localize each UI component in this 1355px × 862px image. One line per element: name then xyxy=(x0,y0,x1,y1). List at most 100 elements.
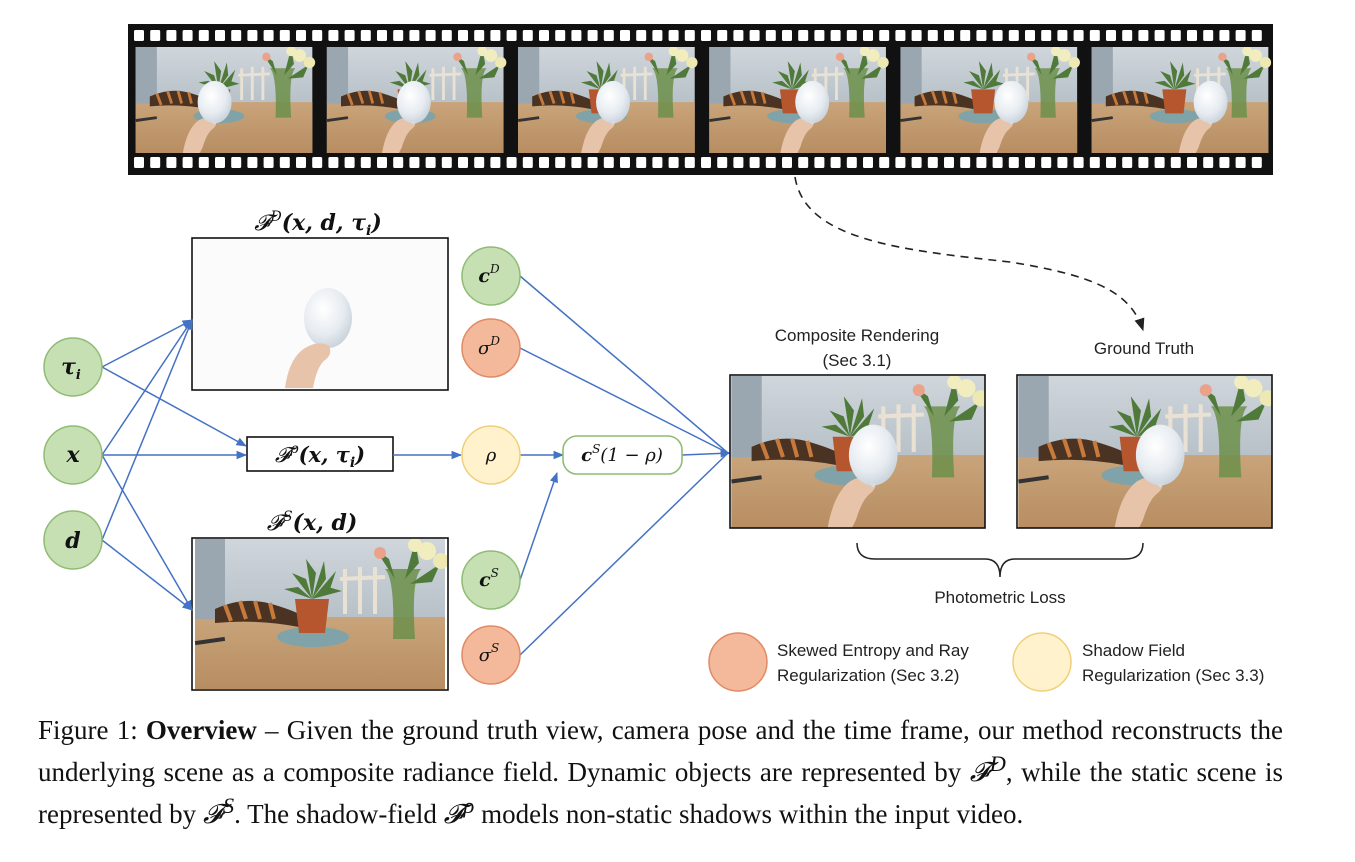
caption-fs: 𝓕 xyxy=(202,799,223,829)
film-sprocket-hole xyxy=(603,157,614,168)
fs-render-image xyxy=(195,538,449,689)
film-sprocket-hole xyxy=(1219,30,1230,41)
film-sprocket-hole xyxy=(1089,157,1100,168)
film-sprocket-hole xyxy=(668,30,679,41)
film-sprocket-hole xyxy=(312,30,323,41)
film-sprocket-hole xyxy=(927,157,938,168)
film-sprocket-hole xyxy=(247,30,258,41)
film-sprocket-hole xyxy=(863,157,873,168)
film-sprocket-hole xyxy=(279,30,290,41)
film-sprocket-hole xyxy=(312,157,323,168)
caption-prefix: Figure 1: xyxy=(38,715,146,745)
film-sprocket-hole xyxy=(798,157,809,168)
photometric-brace xyxy=(856,542,1144,578)
caption-fs-sup: S xyxy=(222,793,235,818)
film-sprocket-hole xyxy=(992,30,1003,41)
svg-text:Skewed Entropy and Ray: Skewed Entropy and Ray xyxy=(777,641,969,660)
film-sprocket-hole xyxy=(425,157,436,168)
film-sprocket-hole xyxy=(863,30,873,41)
output-cD: cD xyxy=(461,246,521,306)
film-sprocket-hole xyxy=(701,157,711,168)
film-sprocket-hole xyxy=(765,30,776,41)
caption-fd: 𝓕 xyxy=(969,757,990,787)
film-sprocket-hole xyxy=(474,157,485,168)
svg-text:τi: τi xyxy=(61,354,81,383)
film-sprocket-hole xyxy=(1025,30,1035,41)
film-sprocket-hole xyxy=(215,30,225,41)
film-sprocket-hole xyxy=(1041,30,1052,41)
film-sprocket-hole xyxy=(1235,157,1246,168)
input-x: x xyxy=(43,425,103,485)
film-sprocket-hole xyxy=(1251,157,1262,168)
film-sprocket-hole xyxy=(1041,157,1052,168)
film-sprocket-hole xyxy=(441,157,452,168)
film-sprocket-hole xyxy=(830,157,841,168)
svg-text:cD: cD xyxy=(478,262,500,287)
film-sprocket-hole xyxy=(166,157,177,168)
legend-shadow-field: Shadow Field Regularization (Sec 3.3) xyxy=(1012,632,1264,692)
svg-text:Regularization (Sec 3.3): Regularization (Sec 3.3) xyxy=(1082,666,1264,685)
film-sprocket-hole xyxy=(782,30,792,41)
film-sprocket-hole xyxy=(425,30,436,41)
film-sprocket-hole xyxy=(814,30,825,41)
film-sprocket-hole xyxy=(895,157,906,168)
film-sprocket-hole xyxy=(1008,30,1019,41)
film-sprocket-hole xyxy=(733,157,744,168)
film-sprocket-hole xyxy=(522,30,533,41)
film-sprocket-hole xyxy=(701,30,711,41)
output-cS: cS xyxy=(461,550,521,610)
film-sprocket-hole xyxy=(441,30,452,41)
caption-text-1: – Given the ground truth view, camera po… xyxy=(38,715,1283,787)
film-sprocket-hole xyxy=(198,30,209,41)
film-sprocket-hole xyxy=(636,30,647,41)
svg-text:ρ: ρ xyxy=(485,445,497,466)
film-sprocket-hole xyxy=(814,157,825,168)
film-sprocket-hole xyxy=(603,30,614,41)
output-sigmaS: σS xyxy=(461,625,521,685)
film-sprockets-bottom xyxy=(134,157,1262,168)
film-sprocket-hole xyxy=(377,157,387,168)
film-sprocket-hole xyxy=(506,157,517,168)
film-sprocket-hole xyxy=(1073,30,1084,41)
svg-text:x: x xyxy=(65,442,80,468)
film-sprocket-hole xyxy=(344,157,355,168)
film-sprocket-hole xyxy=(830,30,841,41)
film-sprocket-hole xyxy=(749,30,760,41)
cs-times-one-minus-rho: cS(1 − ρ) xyxy=(562,435,683,475)
film-sprocket-hole xyxy=(360,30,371,41)
film-sprocket-hole xyxy=(944,30,954,41)
ground-truth-label: Ground Truth xyxy=(1094,339,1194,358)
input-arrows xyxy=(101,275,732,656)
film-sprocket-hole xyxy=(328,157,339,168)
svg-text:σD: σD xyxy=(478,334,500,359)
film-sprocket-hole xyxy=(134,157,144,168)
film-sprocket-hole xyxy=(490,157,501,168)
film-sprocket-hole xyxy=(393,157,404,168)
film-sprocket-hole xyxy=(798,30,809,41)
caption-text-4: models non-static shadows within the inp… xyxy=(474,799,1024,829)
fd-label: 𝓕D(x, d, τi) xyxy=(254,209,382,239)
film-sprocket-hole xyxy=(1170,30,1181,41)
film-sprocket-hole xyxy=(247,157,258,168)
svg-text:d: d xyxy=(65,528,80,554)
film-sprocket-hole xyxy=(409,157,420,168)
film-sprocket-hole xyxy=(1057,30,1068,41)
ground-truth-dashed-arrow xyxy=(794,176,1145,332)
film-sprocket-hole xyxy=(927,30,938,41)
film-sprocket-hole xyxy=(960,157,971,168)
film-sprocket-hole xyxy=(474,30,485,41)
film-sprocket-hole xyxy=(571,30,582,41)
frho-network: 𝓕ρ(x, τi) xyxy=(246,436,394,472)
film-sprocket-hole xyxy=(765,157,776,168)
frho-label: 𝓕ρ(x, τi) xyxy=(275,441,365,471)
film-sprocket-hole xyxy=(263,157,274,168)
film-sprocket-hole xyxy=(684,157,695,168)
film-sprocket-hole xyxy=(539,157,549,168)
film-sprocket-hole xyxy=(911,30,922,41)
film-sprocket-hole xyxy=(198,157,209,168)
film-sprocket-hole xyxy=(506,30,517,41)
figure-caption: Figure 1: Overview – Given the ground tr… xyxy=(38,714,1283,831)
composite-sec: (Sec 3.1) xyxy=(823,351,892,370)
film-sprocket-hole xyxy=(166,30,177,41)
film-sprocket-hole xyxy=(1025,157,1035,168)
